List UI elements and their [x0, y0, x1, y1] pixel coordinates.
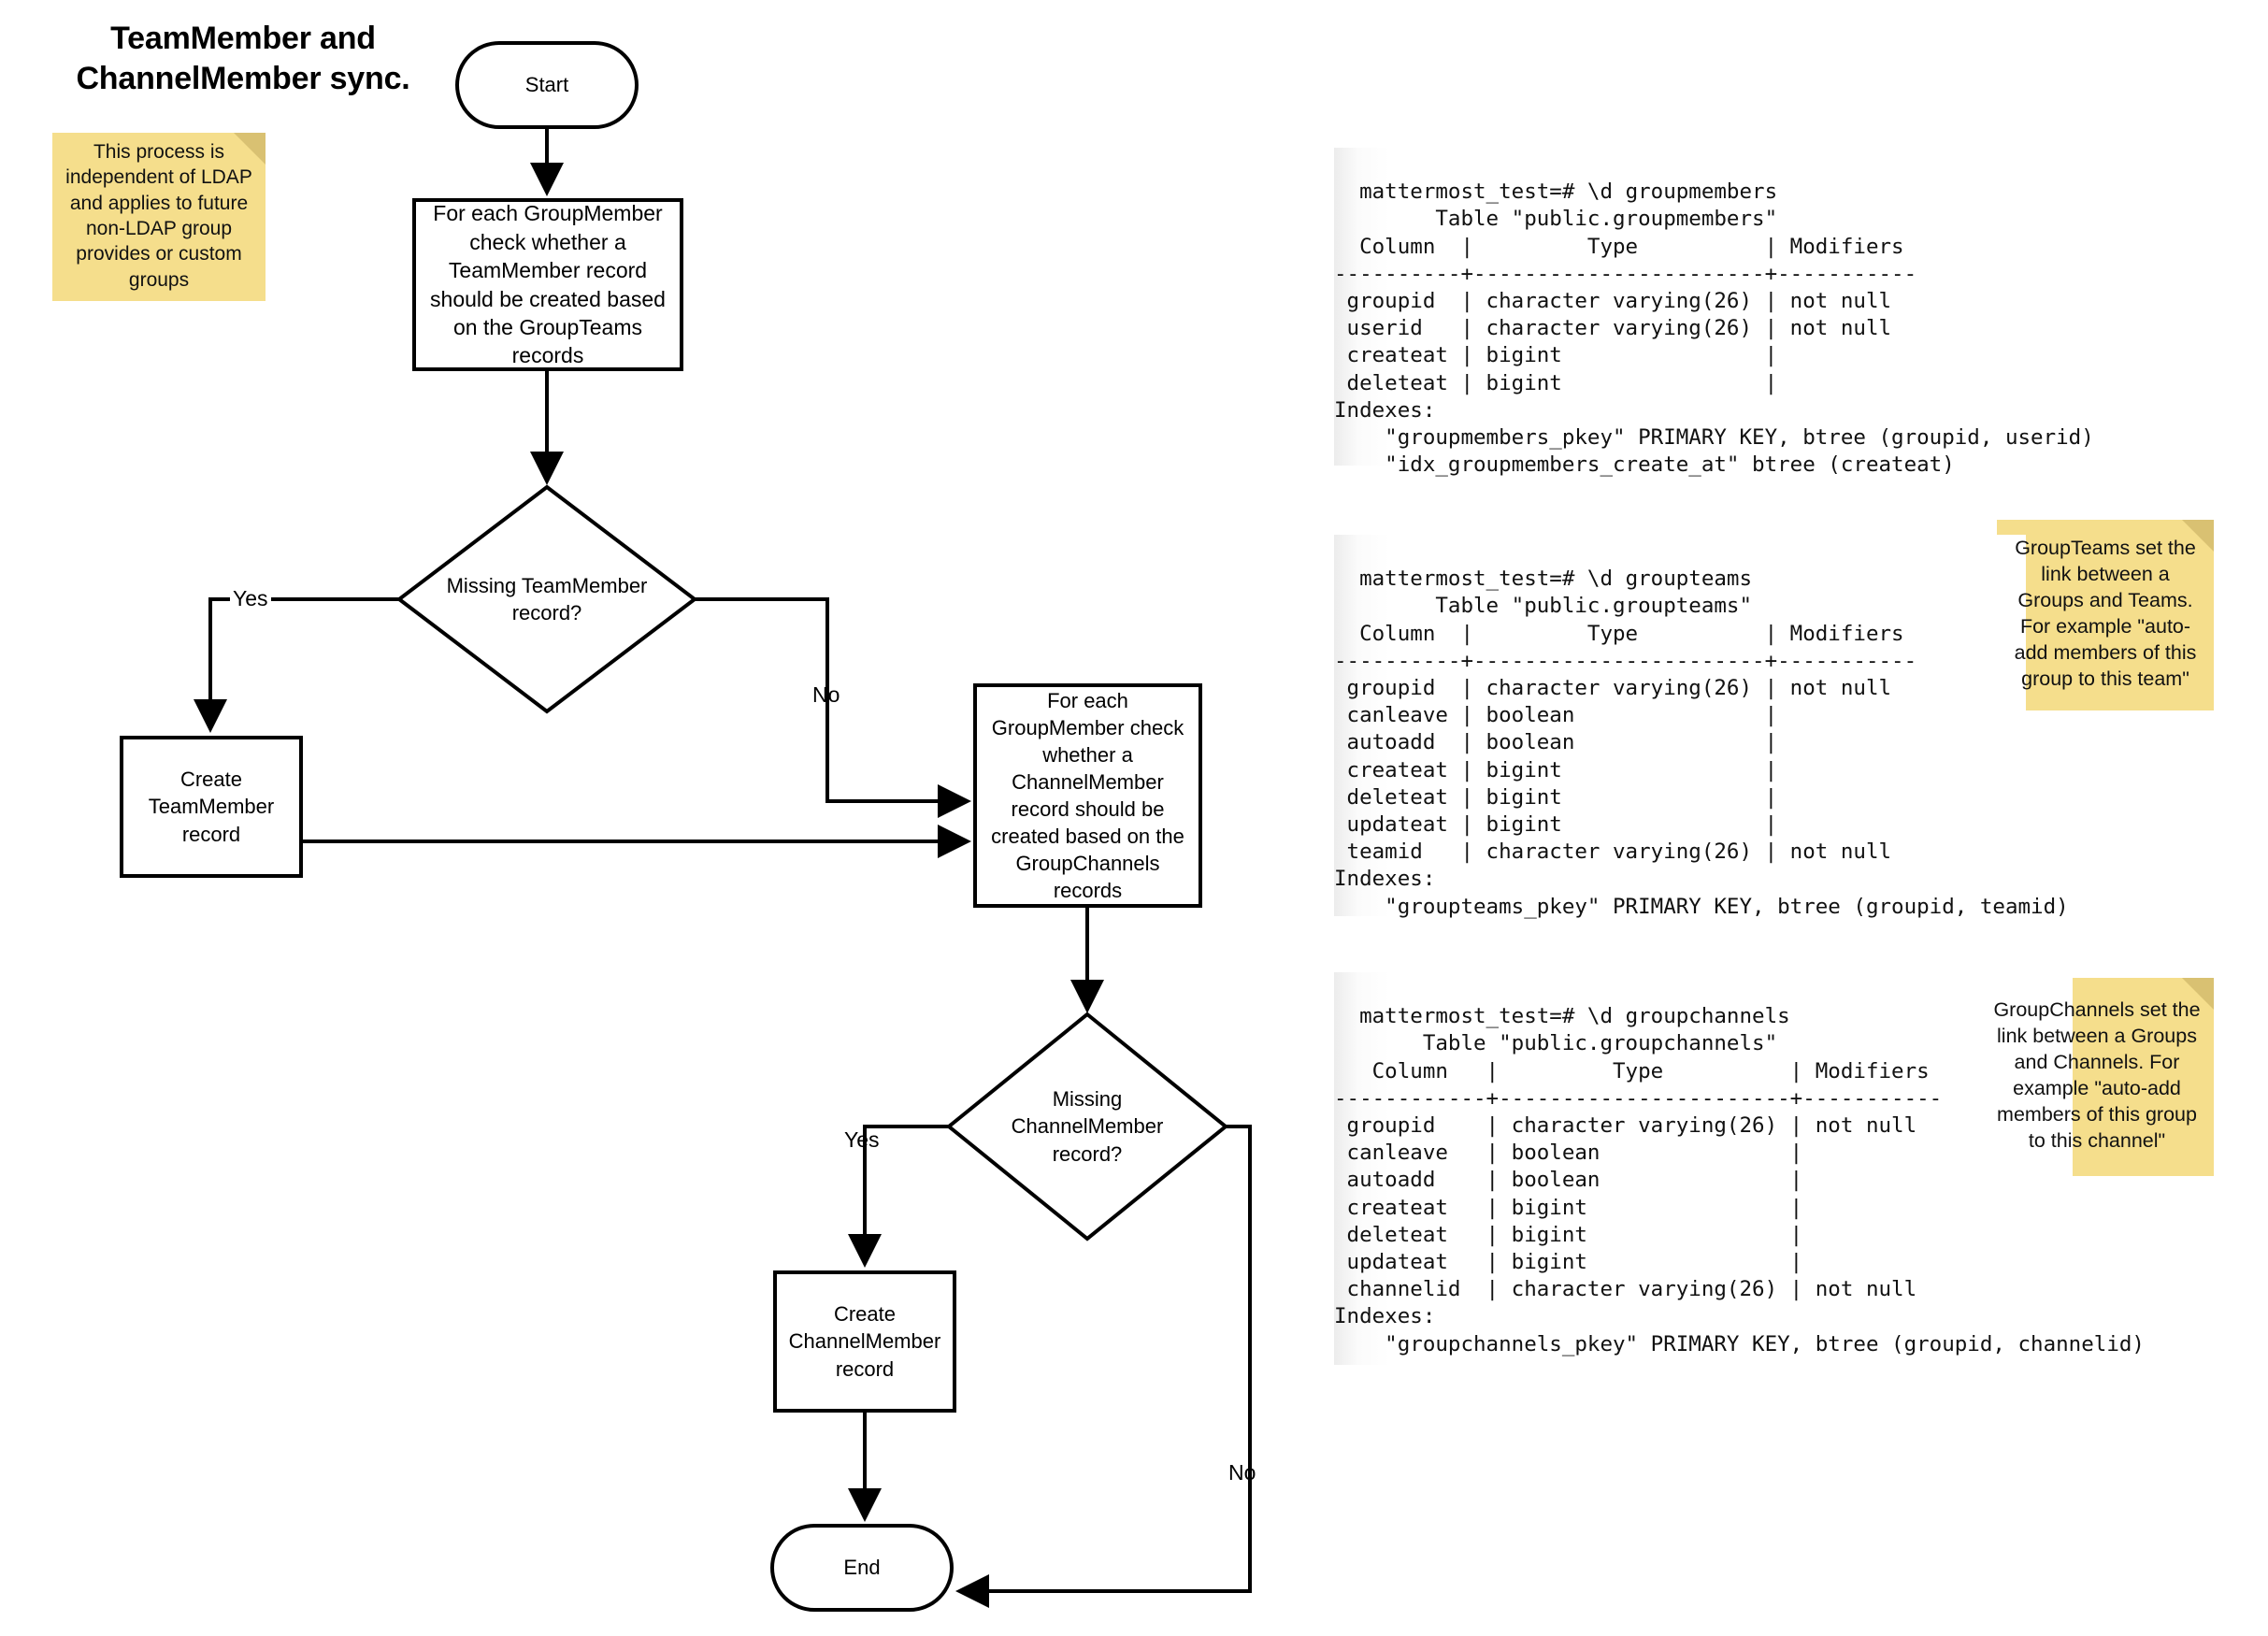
terminal-groupmembers-text: mattermost_test=# \d groupmembers Table … [1334, 179, 2094, 478]
note-groupchannels: GroupChannels set the link between a Gro… [1980, 978, 2214, 1176]
page-title-line1: TeamMember and [110, 21, 376, 56]
connector-decision2-yes [848, 1125, 949, 1268]
page-title: TeamMember and ChannelMember sync. [56, 19, 430, 98]
note-ldap-text: This process is independent of LDAP and … [65, 141, 252, 291]
note-groupteams-text: GroupTeams set the link between a Groups… [2014, 537, 2197, 690]
shape-create-channelmember[interactable] [773, 1270, 956, 1413]
note-groupchannels-text: GroupChannels set the link between a Gro… [1993, 998, 2201, 1152]
connector-decision2-no [955, 1125, 1252, 1608]
edge-label-yes-1: Yes [230, 586, 271, 611]
terminal-groupchannels: mattermost_test=# \d groupchannels Table… [1334, 972, 2145, 1365]
shape-decision-channelmember[interactable] [945, 1012, 1229, 1241]
note-ldap: This process is independent of LDAP and … [52, 133, 266, 301]
page-title-line2: ChannelMember sync. [76, 60, 410, 96]
terminal-groupteams-text: mattermost_test=# \d groupteams Table "p… [1334, 567, 2069, 919]
terminal-groupchannels-text: mattermost_test=# \d groupchannels Table… [1334, 1004, 2145, 1356]
shape-decision-teammember[interactable] [395, 484, 698, 714]
edge-label-no-1: No [812, 682, 840, 707]
shape-start[interactable] [455, 41, 639, 129]
connector-decision1-no [695, 597, 971, 818]
shape-create-teammember[interactable] [120, 736, 303, 878]
terminal-groupmembers: mattermost_test=# \d groupmembers Table … [1334, 148, 2094, 477]
connector-decision1-yes [194, 597, 399, 733]
shape-end[interactable] [770, 1524, 954, 1612]
note-groupteams: GroupTeams set the link between a Groups… [1997, 520, 2214, 710]
shape-process-teammember[interactable] [412, 198, 683, 371]
terminal-groupteams: mattermost_test=# \d groupteams Table "p… [1334, 535, 2069, 919]
shape-process-channelmember[interactable] [973, 683, 1202, 908]
edge-label-no-2: No [1228, 1460, 1256, 1485]
edge-label-yes-2: Yes [844, 1127, 880, 1152]
